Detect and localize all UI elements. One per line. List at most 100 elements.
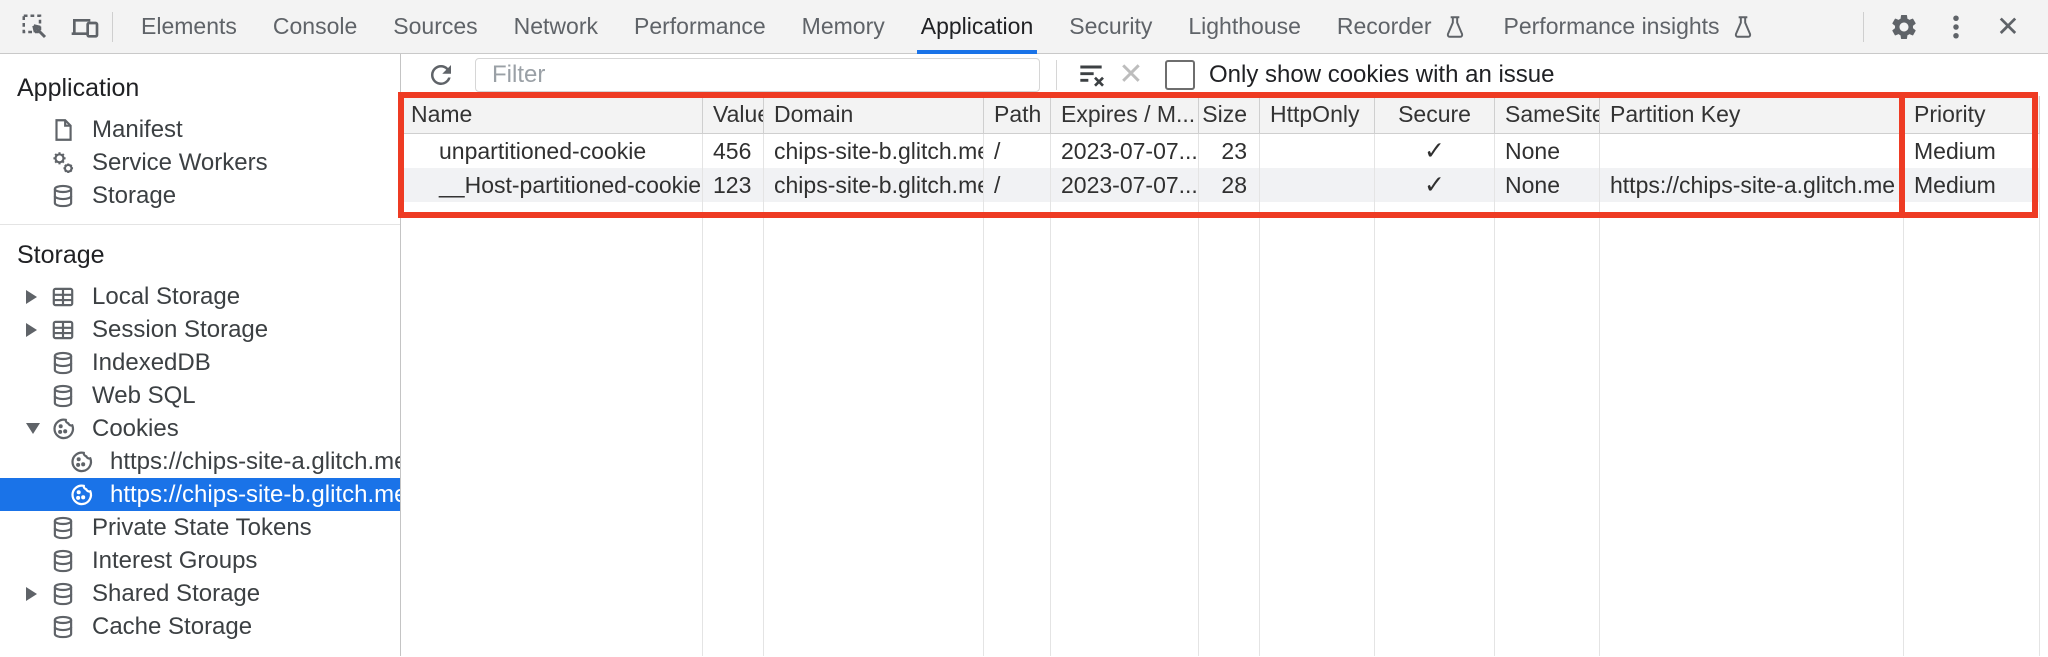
cell-partition-key[interactable] (1600, 134, 1904, 168)
file-icon (48, 115, 78, 145)
tab-application[interactable]: Application (903, 0, 1052, 54)
cell-name[interactable]: unpartitioned-cookie (401, 134, 703, 168)
column-header-httponly[interactable]: HttpOnly (1260, 96, 1375, 134)
cookies-pane: ✕ Only show cookies with an issue Name V… (401, 54, 2048, 656)
kebab-menu-icon[interactable] (1934, 5, 1978, 49)
cell-size[interactable]: 28 (1199, 168, 1260, 202)
sidebar-section-divider (0, 224, 400, 225)
cell-httponly[interactable] (1260, 168, 1375, 202)
table-row-unpartitioned-cookie[interactable]: unpartitioned-cookie 456 chips-site-b.gl… (401, 134, 2041, 168)
device-toolbar-icon[interactable] (68, 10, 102, 44)
panel-tabs: Elements Console Sources Network Perform… (123, 0, 1774, 54)
cell-domain[interactable]: chips-site-b.glitch.me (764, 168, 984, 202)
sidebar-item-local-storage[interactable]: Local Storage (0, 280, 400, 313)
tab-bar-right-controls: ✕ (1853, 5, 2048, 49)
column-header-path[interactable]: Path (984, 96, 1051, 134)
tab-security[interactable]: Security (1069, 13, 1153, 39)
tab-sources[interactable]: Sources (393, 13, 478, 39)
sidebar-item-indexeddb[interactable]: IndexedDB (0, 346, 400, 379)
sidebar-item-interest-groups[interactable]: Interest Groups (0, 544, 400, 577)
database-icon (48, 546, 78, 576)
column-header-value[interactable]: Value (703, 96, 764, 134)
cookie-icon (48, 414, 78, 444)
experiment-flask-icon (1446, 15, 1463, 38)
cell-httponly[interactable] (1260, 134, 1375, 168)
tab-performance[interactable]: Performance (634, 13, 766, 39)
cell-expires[interactable]: 2023-07-07... (1051, 134, 1199, 168)
clear-filter-icon[interactable] (1071, 55, 1111, 95)
chevron-right-icon[interactable] (26, 289, 48, 304)
tab-lighthouse[interactable]: Lighthouse (1188, 13, 1301, 39)
sidebar-item-cookies-chips-site-a[interactable]: https://chips-site-a.glitch.me (0, 445, 400, 478)
sidebar-item-private-state-tokens[interactable]: Private State Tokens (0, 511, 400, 544)
sidebar-item-service-workers[interactable]: Service Workers (0, 146, 400, 179)
cell-priority[interactable]: Medium (1904, 168, 2040, 202)
table-empty-strip (401, 202, 2041, 212)
cell-path[interactable]: / (984, 168, 1051, 202)
inspect-element-icon[interactable] (18, 10, 52, 44)
cell-expires[interactable]: 2023-07-07... (1051, 168, 1199, 202)
tab-bar-left-controls (0, 10, 102, 44)
toolbar-divider (112, 11, 113, 42)
database-icon (48, 381, 78, 411)
tab-network[interactable]: Network (513, 13, 598, 39)
table-header-row: Name Value Domain Path Expires / M... Si… (401, 96, 2041, 134)
tab-console[interactable]: Console (272, 13, 358, 39)
column-header-samesite[interactable]: SameSite (1495, 96, 1600, 134)
cell-samesite[interactable]: None (1495, 134, 1600, 168)
cell-name[interactable]: __Host-partitioned-cookie (401, 168, 703, 202)
gears-icon (48, 148, 78, 178)
database-icon (48, 612, 78, 642)
sidebar-item-manifest[interactable]: Manifest (0, 113, 400, 146)
issue-filter-label[interactable]: Only show cookies with an issue (1209, 61, 1555, 88)
column-header-secure[interactable]: Secure (1375, 96, 1495, 134)
section-title-storage: Storage (17, 241, 105, 269)
cell-secure-checkmark[interactable]: ✓ (1375, 168, 1495, 202)
cell-path[interactable]: / (984, 134, 1051, 168)
cell-value[interactable]: 456 (703, 134, 764, 168)
sidebar-item-cache-storage[interactable]: Cache Storage (0, 610, 400, 643)
tab-memory[interactable]: Memory (801, 13, 885, 39)
column-header-name[interactable]: Name (401, 96, 703, 134)
cell-domain[interactable]: chips-site-b.glitch.me (764, 134, 984, 168)
sidebar-item-web-sql[interactable]: Web SQL (0, 379, 400, 412)
cell-secure-checkmark[interactable]: ✓ (1375, 134, 1495, 168)
column-header-domain[interactable]: Domain (764, 96, 984, 134)
cell-size[interactable]: 23 (1199, 134, 1260, 168)
sidebar-item-storage[interactable]: Storage (0, 179, 400, 212)
column-header-priority[interactable]: Priority (1904, 96, 2040, 134)
settings-gear-icon[interactable] (1882, 5, 1926, 49)
table-row-host-partitioned-cookie[interactable]: __Host-partitioned-cookie 123 chips-site… (401, 168, 2041, 202)
chevron-down-icon[interactable] (26, 423, 48, 434)
sidebar-item-session-storage[interactable]: Session Storage (0, 313, 400, 346)
issue-filter-checkbox[interactable] (1165, 60, 1195, 90)
sidebar-item-cookies[interactable]: Cookies (0, 412, 400, 445)
cookie-icon (66, 480, 96, 510)
database-icon (48, 579, 78, 609)
sidebar-item-cookies-chips-site-b[interactable]: https://chips-site-b.glitch.me (0, 478, 400, 511)
cell-priority[interactable]: Medium (1904, 134, 2040, 168)
chevron-right-icon[interactable] (26, 322, 48, 337)
filter-input[interactable] (475, 58, 1040, 92)
database-icon (48, 348, 78, 378)
toolbar-divider (1863, 11, 1864, 42)
delete-selected-icon[interactable]: ✕ (1118, 58, 1144, 91)
column-header-size[interactable]: Size (1199, 96, 1260, 134)
cookies-table: Name Value Domain Path Expires / M... Si… (401, 96, 2041, 656)
experiment-flask-icon (1734, 15, 1751, 38)
refresh-icon[interactable] (423, 57, 459, 93)
application-sidebar: Application Manifest Service Workers (0, 54, 401, 656)
cell-samesite[interactable]: None (1495, 168, 1600, 202)
tab-elements[interactable]: Elements (141, 13, 237, 39)
tab-performance-insights[interactable]: Performance insights (1486, 0, 1774, 54)
column-header-partition-key[interactable]: Partition Key (1600, 96, 1904, 134)
chevron-right-icon[interactable] (26, 586, 48, 601)
cell-partition-key[interactable]: https://chips-site-a.glitch.me (1600, 168, 1904, 202)
table-icon (48, 282, 78, 312)
column-header-expires[interactable]: Expires / M... (1051, 96, 1199, 134)
cell-value[interactable]: 123 (703, 168, 764, 202)
tab-recorder[interactable]: Recorder (1319, 0, 1486, 54)
close-devtools-icon[interactable]: ✕ (1996, 10, 2020, 42)
application-panel: Application Manifest Service Workers (0, 54, 2048, 656)
sidebar-item-shared-storage[interactable]: Shared Storage (0, 577, 400, 610)
